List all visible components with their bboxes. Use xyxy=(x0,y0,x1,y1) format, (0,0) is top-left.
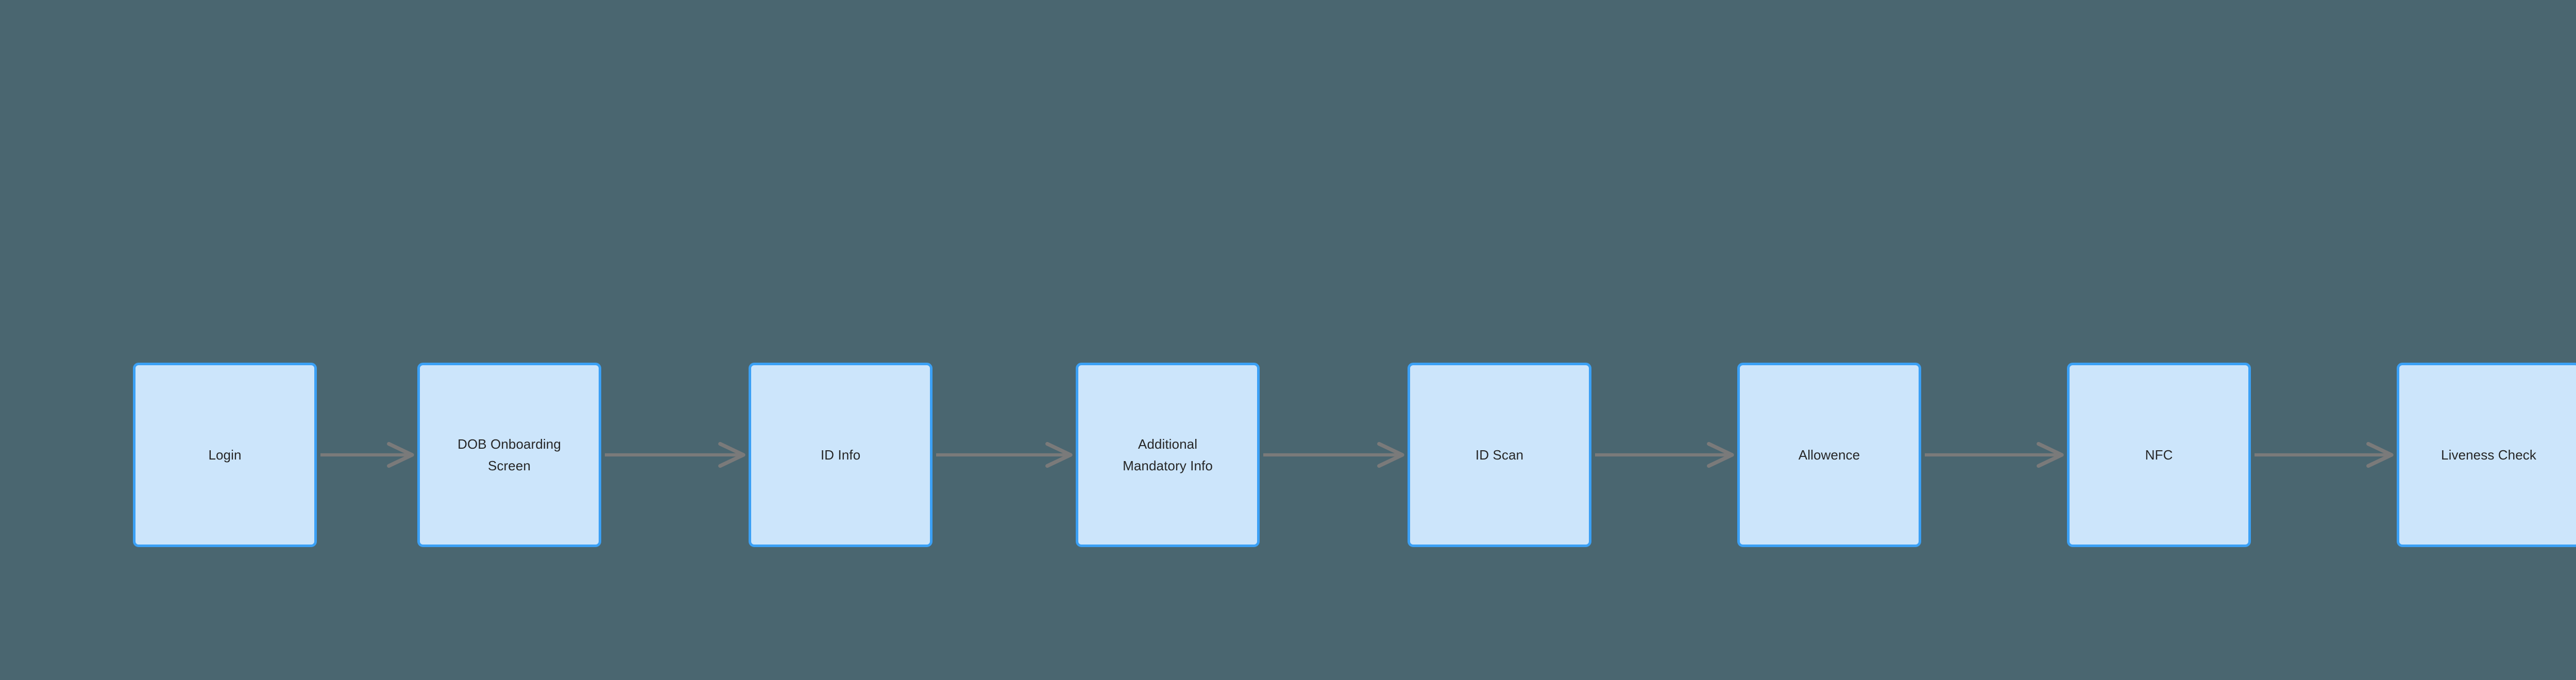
node-id-scan-label: ID Scan xyxy=(1475,447,1524,463)
node-nfc[interactable]: NFC xyxy=(2067,363,2251,547)
node-dob-onboarding-screen[interactable]: DOB Onboarding Screen xyxy=(417,363,601,547)
node-additional-mandatory-info-label: Additional Mandatory Info xyxy=(1123,436,1213,473)
node-allowence[interactable]: Allowence xyxy=(1737,363,1921,547)
node-id-info[interactable]: ID Info xyxy=(749,363,933,547)
node-additional-mandatory-info[interactable]: Additional Mandatory Info xyxy=(1076,363,1260,547)
node-nfc-label: NFC xyxy=(2145,447,2173,463)
node-id-scan[interactable]: ID Scan xyxy=(1408,363,1591,547)
node-login[interactable]: Login xyxy=(133,363,317,547)
node-dob-onboarding-screen-label: DOB Onboarding Screen xyxy=(457,436,561,473)
node-allowence-label: Allowence xyxy=(1798,447,1860,463)
node-login-label: Login xyxy=(208,447,242,463)
node-liveness-check[interactable]: Liveness Check xyxy=(2397,363,2576,547)
node-id-info-label: ID Info xyxy=(820,447,861,463)
node-liveness-check-label: Liveness Check xyxy=(2441,447,2536,463)
